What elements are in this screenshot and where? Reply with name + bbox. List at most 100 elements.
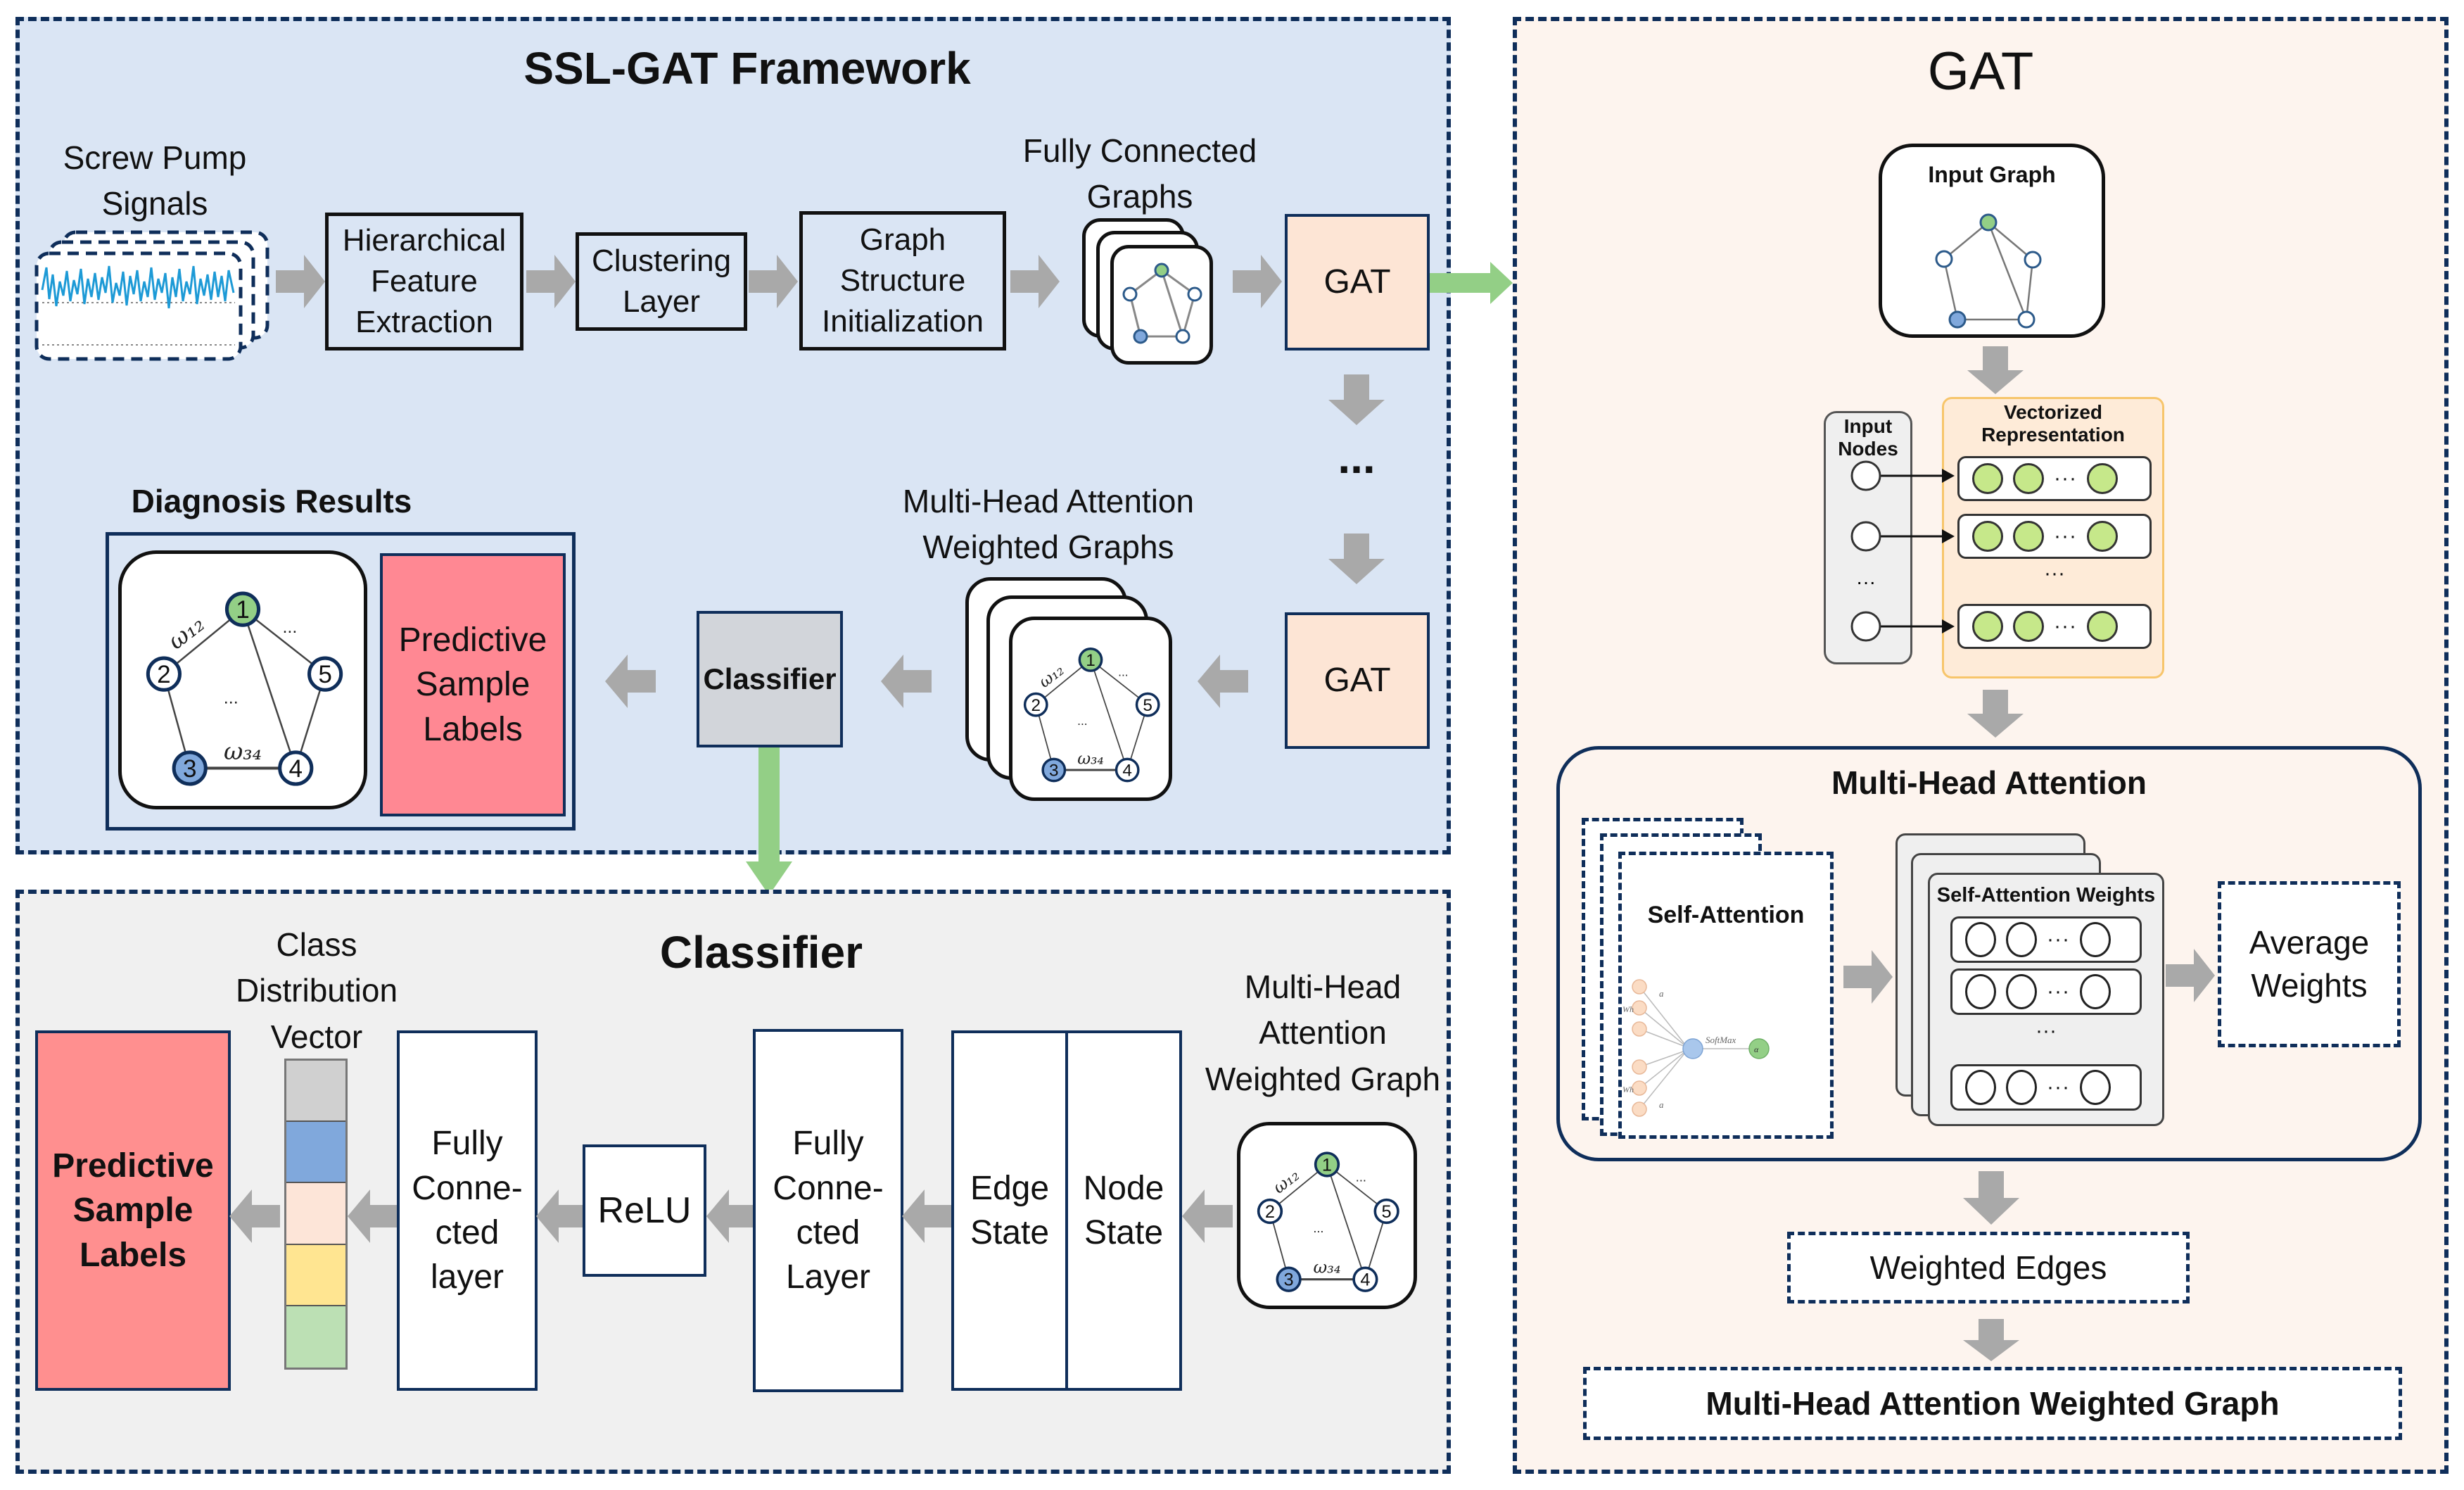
class-vector-cell [286,1306,345,1368]
vector-row: ··· [1957,514,2152,559]
fully-connected-graph-icon [1122,263,1202,344]
arrow-left-icon [536,1189,587,1243]
edge-state-box: Edge State [951,1030,1068,1391]
weight-row: ··· [1950,968,2142,1015]
vector-node [2013,611,2044,642]
graph-node-3: 3 [172,750,208,786]
classifier-panel [15,890,1451,1474]
class-vector-cell [286,1061,345,1123]
edge-ellipsis: ... [1118,665,1129,679]
vector-row: ··· [1957,456,2152,501]
class-vector-cell [286,1244,345,1306]
softmax-label: SoftMax [1706,1035,1736,1045]
wh-j-label: Wh [1622,1085,1634,1094]
arrow-down-icon [1963,1319,2019,1361]
signal-waveform-stack [34,230,269,361]
input-nodes-arrows: ··· [1850,460,1955,642]
graph-node-3: 3 [1276,1266,1302,1292]
arrow-down-icon [1963,1171,2019,1225]
vector-ellipsis: ··· [2054,524,2077,548]
weight-row: ··· [1950,916,2142,963]
graph-node-5: 5 [1373,1198,1399,1225]
graph-node-4: 4 [1114,757,1140,783]
graph-structure-initialization-box: Graph Structure Initialization [799,211,1006,351]
weight-ellipsis: ··· [2047,1075,2070,1099]
svg-text:4: 4 [289,755,303,783]
input-graph-card [1879,144,2105,338]
vector-node [2013,463,2044,494]
arrow-right-icon [1010,255,1060,308]
arrow-left-icon [881,655,932,708]
alpha-label: α [1754,1044,1759,1054]
arrow-left-icon [1198,655,1248,708]
graph-node-3: 3 [1041,757,1067,783]
gat-block-top: GAT [1285,214,1430,351]
weight-ellipsis: ··· [2047,980,2070,1003]
diagnosis-results-title: Diagnosis Results [131,483,412,519]
weight-node [1965,922,1996,957]
screw-pump-signals-label: Screw Pump Signals [63,139,247,222]
weight-node [2079,974,2111,1009]
classifier-panel-title: Classifier [659,927,863,978]
multi-head-attention-block [1556,746,2422,1161]
weight-ellipsis: ··· [2047,928,2070,951]
arrow-down-icon [1967,690,2024,738]
svg-text:5: 5 [1143,696,1152,715]
graph-node-5: 5 [1135,692,1160,717]
vector-node [2086,463,2118,494]
arrow-right-icon [526,255,576,308]
average-weights-box: Average Weights [2218,881,2401,1047]
vector-node [2086,611,2118,642]
weight-rows-ellipsis: ··· [2036,1019,2057,1042]
self-attention-label: Self-Attention [1647,902,1805,928]
graph-center-ellipsis: ... [1077,714,1088,728]
a-label-top: a [1659,988,1664,999]
arrow-left-icon [605,655,656,708]
signal-line [41,265,235,309]
a-label-bottom: a [1659,1099,1664,1110]
edge-weight-label-w12: ω₁₂ [1269,1165,1303,1197]
arrow-left-icon [348,1189,398,1243]
classifier-block[interactable]: Classifier [697,611,843,747]
input-nodes-ellipsis: ··· [1856,571,1876,593]
input-graph-label: Input Graph [1928,162,2056,187]
weight-node [2006,922,2037,957]
svg-text:5: 5 [318,661,332,688]
fully-connected-graphs-label: Fully Connected Graphs [1022,132,1257,215]
vectorized-representation-label: Vectorized Representation [1981,401,2125,446]
weighted-edges-box: Weighted Edges [1787,1232,2190,1303]
classifier-mha-graph-label: Multi-Head Attention Weighted Graph [1205,968,1441,1097]
fully-connected-layer-1: Fully Conne- cted layer [397,1030,538,1391]
classifier-predictive-labels: Predictive Sample Labels [35,1030,231,1391]
ellipsis-text: ... [1338,432,1376,483]
node-state-box: Node State [1065,1030,1182,1391]
svg-text:1: 1 [236,596,250,624]
svg-text:5: 5 [1382,1202,1392,1222]
weight-node [1965,1070,1996,1105]
edge-weight-label-w12: ω₁₂ [163,610,210,655]
class-vector-cell [286,1122,345,1184]
wh-i-label: Wh [1622,1004,1634,1014]
mha-weighted-graphs-label: Multi-Head Attention Weighted Graphs [902,483,1195,566]
graph-node-2: 2 [1023,692,1048,717]
graph-node-2: 2 [1257,1198,1283,1225]
vector-rows-ellipsis: ··· [2044,562,2065,585]
weight-node [2006,974,2037,1009]
graph-node-1: 1 [224,591,261,627]
input-graph-icon [1935,213,2042,329]
graph-node-2: 2 [146,656,182,692]
graph-node-1: 1 [1078,648,1103,672]
graph-edge-1-4 [1326,1164,1366,1280]
arrow-right-icon [276,255,325,308]
diagnosis-results-frame [106,532,576,831]
svg-text:2: 2 [157,661,171,688]
arrow-down-to-classifier-panel-icon [746,747,792,895]
multi-head-attention-title: Multi-Head Attention [1831,764,2147,801]
arrow-left-icon [902,1189,953,1243]
svg-text:2: 2 [1265,1202,1275,1222]
arrow-right-icon [1843,950,1893,1004]
vector-node [1972,463,2003,494]
ssl-gat-title: SSL-GAT Framework [523,43,971,94]
